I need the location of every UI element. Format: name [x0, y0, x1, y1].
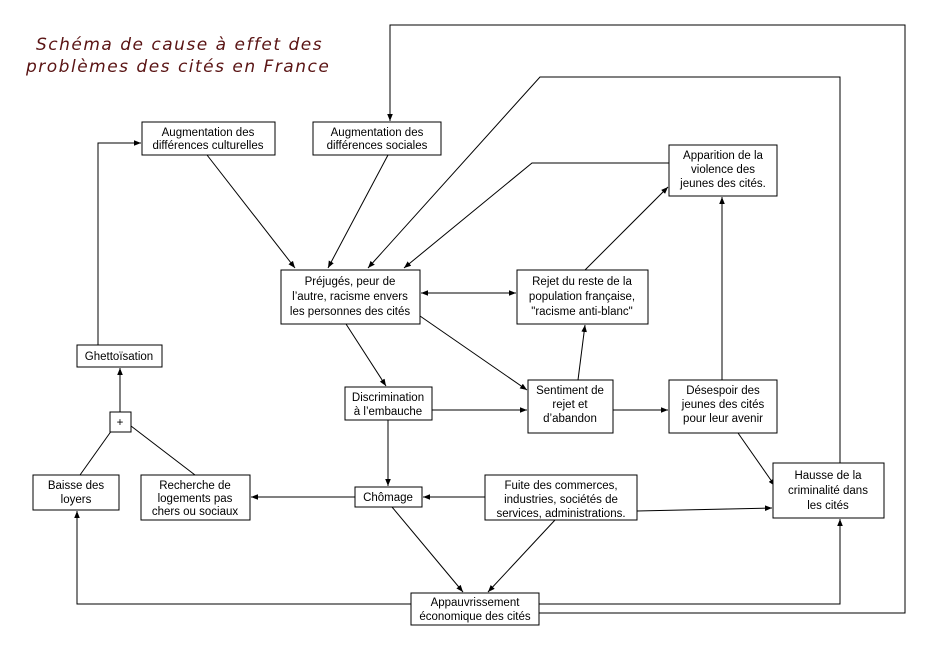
arrow-sentiment-to-rejet [577, 324, 587, 381]
arrow-appauvrissement-to-sociales [387, 24, 906, 614]
arrow-appauvrissement-to-hausse [539, 519, 843, 605]
arrow-fuite-to-hausse [636, 505, 773, 512]
arrow-hausse-to-prejuges [367, 76, 841, 463]
connectors [74, 24, 906, 614]
svg-text:Chômage: Chômage [363, 492, 413, 504]
arrow-culturelles-to-prejuges [206, 154, 296, 269]
svg-text:Fuite des commerces,industries: Fuite des commerces,industries, sociétés… [496, 480, 625, 520]
line-baisse-to-plus [79, 429, 113, 476]
arrow-fuite-to-appauvrissement [487, 519, 556, 593]
svg-text:+: + [117, 417, 124, 429]
arrow-desespoir-to-hausse [737, 432, 776, 487]
node-chomage: Chômage [354, 486, 423, 508]
arrow-rejet-to-apparition [584, 186, 669, 271]
node-plus: + [109, 411, 132, 433]
diagram-title-line-2: problèmes des cités en France [25, 57, 330, 77]
node-ghettoisation: Ghettoïsation [76, 344, 163, 368]
arrow-appauvrissement-to-baisse [74, 511, 411, 605]
svg-text:Ghettoïsation: Ghettoïsation [85, 351, 153, 363]
node-fuite: Fuite des commerces,industries, sociétés… [484, 474, 638, 521]
diagram-title-line-1: Schéma de cause à effet des [36, 35, 323, 55]
arrow-apparition-to-prejuges [403, 162, 669, 269]
arrow-ghetto-to-culturelles [97, 140, 141, 345]
arrow-prejuges-to-discrimination [345, 323, 387, 387]
arrow-chomage-to-appauvrissement [391, 506, 464, 593]
line-recherche-to-plus [130, 425, 196, 476]
arrow-sociales-to-prejuges [327, 154, 389, 269]
svg-text:Préjugés, peur del’autre, raci: Préjugés, peur del’autre, racisme envers… [290, 276, 410, 318]
arrow-prejuges-to-sentiment [419, 315, 528, 391]
